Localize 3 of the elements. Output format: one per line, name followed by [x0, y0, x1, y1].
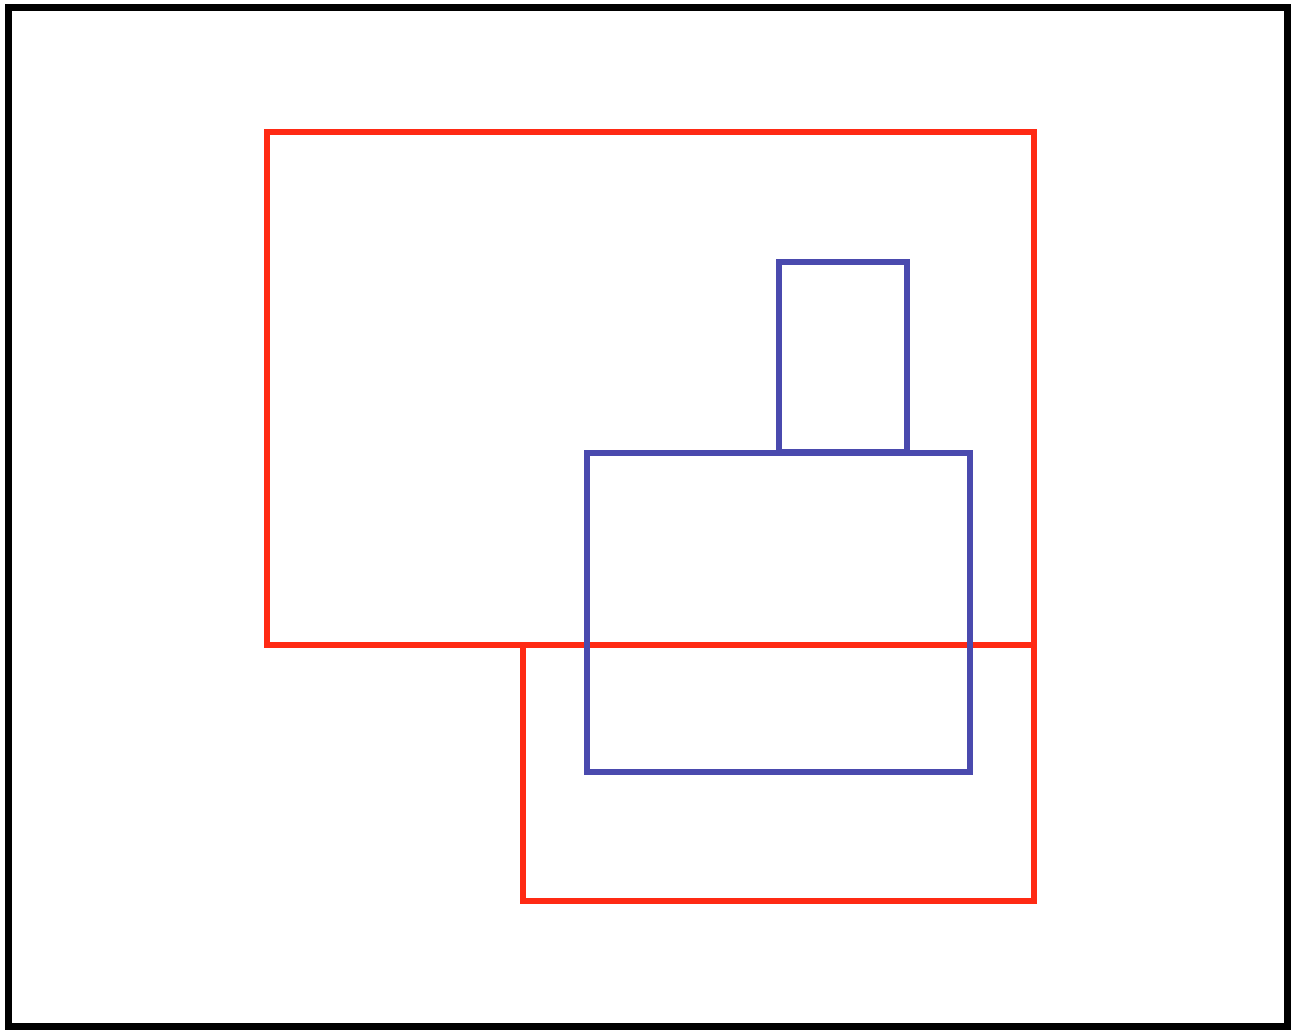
rectangle-outline [264, 129, 1037, 648]
frame-border [5, 4, 1291, 1030]
rectangle-outline [584, 450, 973, 775]
